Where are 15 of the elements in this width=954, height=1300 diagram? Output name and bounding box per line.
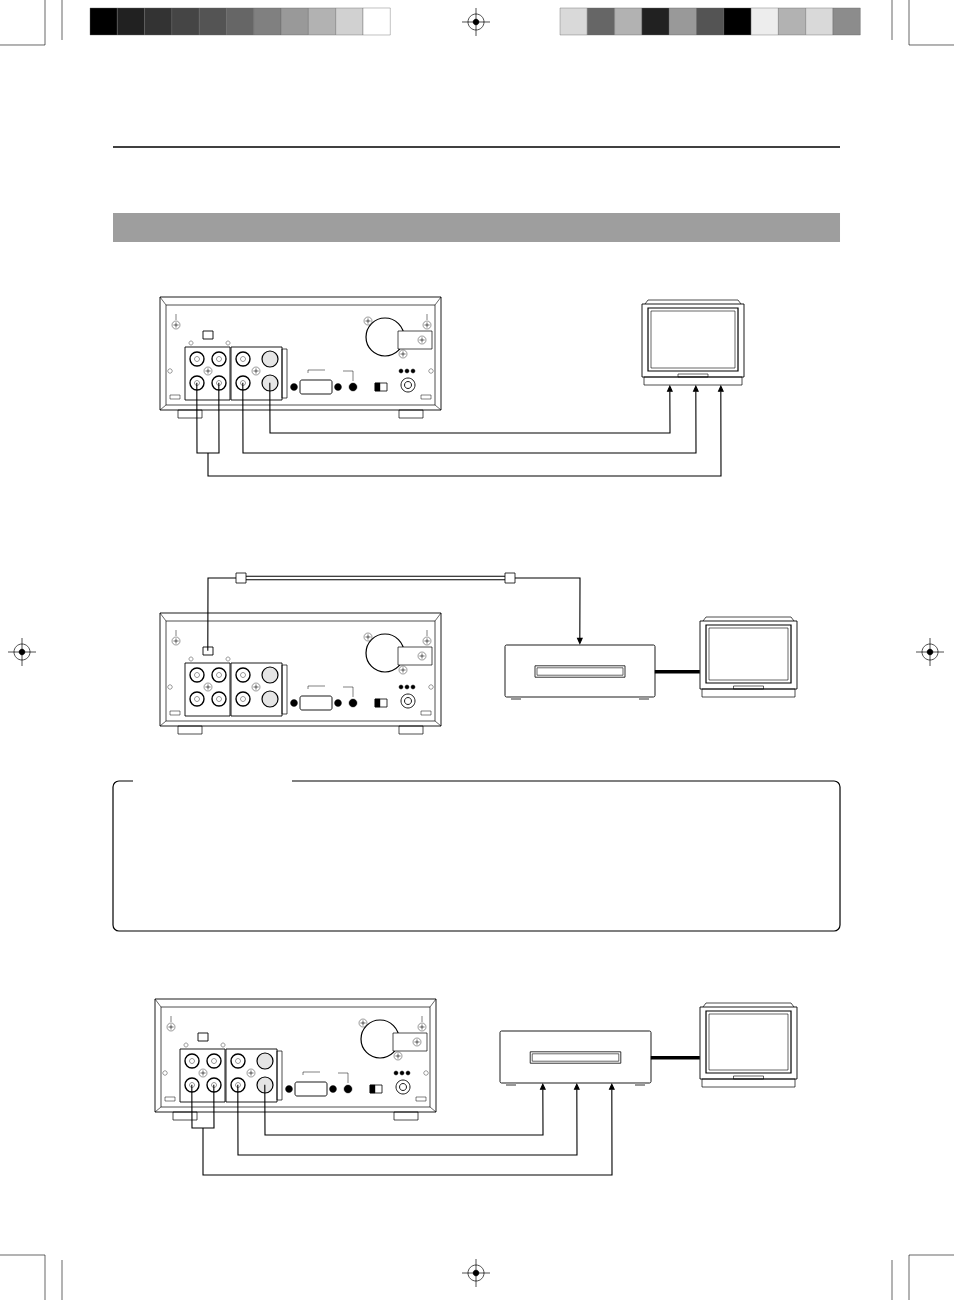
cable [650,1056,700,1060]
cable [196,382,724,477]
cable [242,382,699,454]
cable [654,670,700,674]
recorder-drawing [499,1030,652,1086]
rear-panel-drawing [159,612,442,735]
recorder-drawing [504,644,656,700]
monitor-drawing [699,1002,798,1088]
cable [269,382,673,434]
cable [207,572,583,652]
monitor-drawing [699,616,798,698]
section-band [113,213,840,242]
rear-panel-drawing [159,296,442,419]
monitor-drawing [641,299,745,386]
rear-panel-drawing [154,998,437,1121]
